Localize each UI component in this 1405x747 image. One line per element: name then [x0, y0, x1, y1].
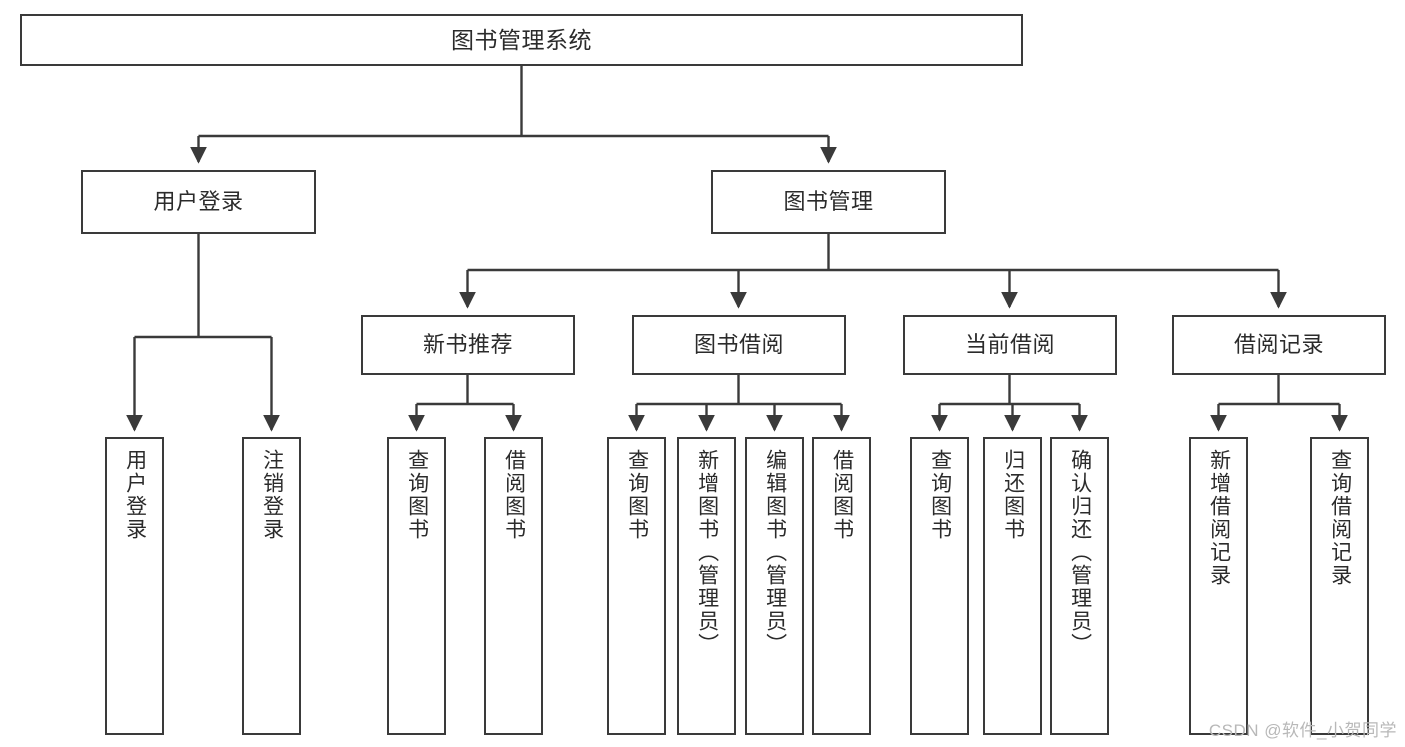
leaf-confirm-return-admin[interactable]: 确认归还（管理员）	[1050, 437, 1109, 735]
node-borrow-record-label: 借阅记录	[1233, 332, 1324, 358]
leaf-borrow-book-newbook[interactable]: 借阅图书	[484, 437, 543, 735]
leaf-add-book-admin-label: 新增图书（管理员）	[695, 449, 719, 656]
leaf-edit-book-admin-label: 编辑图书（管理员）	[763, 449, 787, 656]
node-root-label: 图书管理系统	[451, 26, 592, 53]
leaf-add-book-admin[interactable]: 新增图书（管理员）	[677, 437, 736, 735]
leaf-borrow-book-newbook-label: 借阅图书	[502, 449, 526, 541]
leaf-return-book[interactable]: 归还图书	[983, 437, 1042, 735]
leaf-add-borrow-record[interactable]: 新增借阅记录	[1189, 437, 1248, 735]
leaf-borrow-book[interactable]: 借阅图书	[812, 437, 871, 735]
leaf-query-book-borrow-label: 查询图书	[625, 449, 649, 541]
leaf-borrow-book-label: 借阅图书	[830, 449, 854, 541]
leaf-logout-label: 注销登录	[260, 449, 284, 541]
leaf-query-book-newbook[interactable]: 查询图书	[387, 437, 446, 735]
leaf-add-borrow-record-label: 新增借阅记录	[1207, 449, 1231, 587]
leaf-user-login[interactable]: 用户登录	[105, 437, 164, 735]
node-book-borrow-label: 图书借阅	[693, 332, 784, 358]
node-book-management-label: 图书管理	[783, 189, 874, 215]
leaf-confirm-return-admin-label: 确认归还（管理员）	[1068, 449, 1092, 656]
leaf-return-book-label: 归还图书	[1001, 449, 1025, 541]
node-user-login-label: 用户登录	[153, 189, 244, 215]
leaf-query-book-current-label: 查询图书	[928, 449, 952, 541]
leaf-query-book-borrow[interactable]: 查询图书	[607, 437, 666, 735]
node-user-login[interactable]: 用户登录	[81, 170, 316, 234]
leaf-edit-book-admin[interactable]: 编辑图书（管理员）	[745, 437, 804, 735]
leaf-query-book-current[interactable]: 查询图书	[910, 437, 969, 735]
node-root[interactable]: 图书管理系统	[20, 14, 1023, 66]
node-current-borrow-label: 当前借阅	[964, 332, 1055, 358]
leaf-query-borrow-record-label: 查询借阅记录	[1328, 449, 1352, 587]
node-new-book-recommend[interactable]: 新书推荐	[361, 315, 575, 375]
node-new-book-recommend-label: 新书推荐	[422, 332, 513, 358]
leaf-logout[interactable]: 注销登录	[242, 437, 301, 735]
leaf-query-borrow-record[interactable]: 查询借阅记录	[1310, 437, 1369, 735]
leaf-user-login-label: 用户登录	[123, 449, 147, 541]
node-book-borrow[interactable]: 图书借阅	[632, 315, 846, 375]
watermark: CSDN @软件_小贺同学	[1208, 721, 1397, 740]
node-current-borrow[interactable]: 当前借阅	[903, 315, 1117, 375]
node-borrow-record[interactable]: 借阅记录	[1172, 315, 1386, 375]
node-book-management[interactable]: 图书管理	[711, 170, 946, 234]
leaf-query-book-newbook-label: 查询图书	[405, 449, 429, 541]
